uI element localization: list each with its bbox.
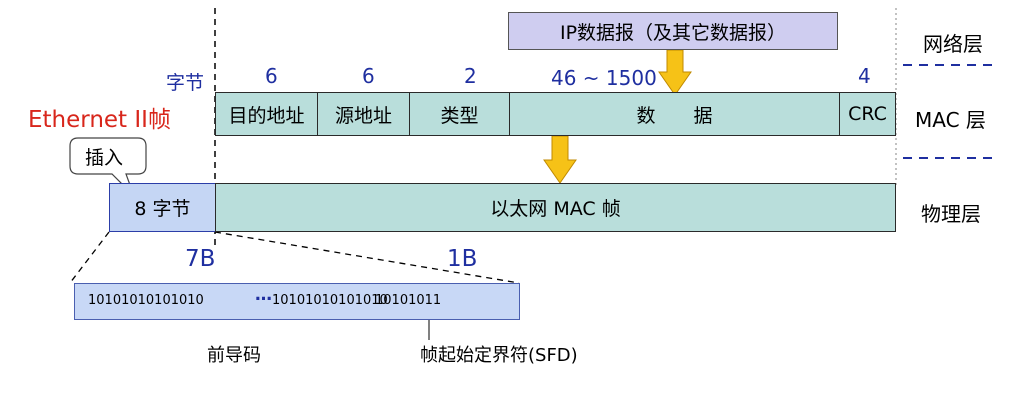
size-src-addr: 6 [362, 64, 375, 88]
layer-physical: 物理层 [921, 202, 981, 226]
down-arrow-mac-to-physical [543, 135, 577, 184]
field-src-addr: 源地址 [317, 92, 410, 136]
preamble-bits-start: 10101010101010 [88, 293, 204, 308]
layer-mac: MAC 层 [915, 108, 986, 132]
insert-callout-label: 插入 [85, 147, 124, 169]
bytes-label: 字节 [166, 72, 205, 94]
preamble-length-label: 7B [185, 246, 216, 272]
field-src-addr-label: 源地址 [334, 104, 392, 127]
preamble-ellipsis: … [255, 285, 272, 305]
size-crc: 4 [858, 64, 871, 88]
frame-title: Ethernet II帧 [28, 107, 171, 133]
field-crc-label: CRC [848, 103, 887, 125]
ethernet-mac-frame-label: 以太网 MAC 帧 [490, 198, 621, 220]
preamble-bits-end: 10101010101010 [272, 293, 388, 308]
layer-network: 网络层 [923, 32, 983, 56]
preamble-8byte-box: 8 字节 [109, 183, 216, 232]
ip-datagram-label: IP数据报（及其它数据报） [559, 21, 787, 44]
down-arrow-ip-to-data [658, 49, 692, 96]
preamble-caption: 前导码 [207, 345, 261, 366]
sfd-length-label: 1B [447, 246, 478, 272]
zoom-line-right [214, 231, 520, 284]
ip-datagram-box: IP数据报（及其它数据报） [508, 12, 838, 50]
sfd-caption: 帧起始定界符(SFD) [420, 345, 578, 366]
field-crc: CRC [839, 92, 896, 136]
ethernet-mac-frame-box: 以太网 MAC 帧 [215, 183, 896, 232]
size-data: 46 ~ 1500 [551, 66, 657, 90]
field-data: 数 据 [509, 92, 840, 136]
size-type: 2 [464, 64, 477, 88]
size-dest-addr: 6 [265, 64, 278, 88]
field-dest-addr-label: 目的地址 [228, 104, 305, 127]
field-data-label: 数 据 [636, 104, 713, 127]
field-type-label: 类型 [440, 104, 479, 127]
field-dest-addr: 目的地址 [215, 92, 318, 136]
preamble-8byte-label: 8 字节 [134, 198, 191, 220]
field-type: 类型 [409, 92, 510, 136]
bit-strip [74, 283, 520, 320]
sfd-bits: 10101011 [375, 293, 442, 308]
zoom-line-left [69, 231, 110, 284]
